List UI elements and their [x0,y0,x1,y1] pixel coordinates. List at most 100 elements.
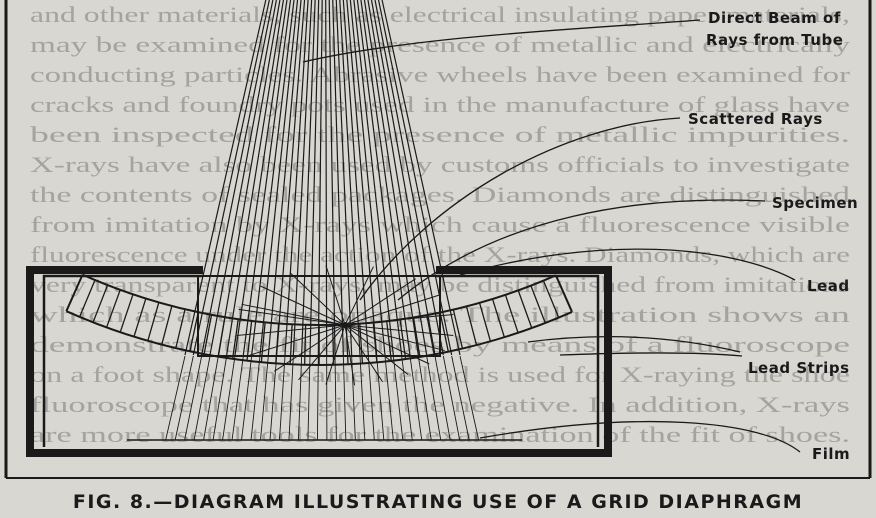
beam-ray [342,0,369,356]
beam-ray-lower [434,355,451,441]
beam-ray-lower [316,355,319,441]
scattered-ray [344,324,409,375]
label-lead-strips: Lead Strips [748,359,850,377]
lead-strip [399,319,407,360]
lead-strip [92,284,109,323]
beam-ray [363,0,419,356]
beam-ray [328,0,336,356]
bleed-line: may be examined for the presence of meta… [30,32,850,57]
beam-ray [346,0,378,356]
scattered-ray [325,265,346,326]
leader-lead-strips-a [527,335,741,353]
beam-ray [381,0,461,356]
lead-cassette-inner-right [436,274,600,447]
bleed-line: the contents of sealed packages. Diamond… [30,182,850,207]
lead-strip [359,323,364,364]
beam-ray-lower [288,355,294,441]
bleed-line: and other materials, such as electrical … [30,2,850,27]
lead-strip [504,294,519,333]
scattered-ray [238,308,346,326]
beam-ray-lower [401,355,413,441]
beam-ray-lower [367,355,375,441]
lead-strip [161,305,173,345]
lead-strip [246,320,253,361]
label-direct-beam-line1: Direct Beam of [708,9,841,27]
bleed-line: conducting particles. Abrasive wheels ha… [30,62,851,87]
bleed-line: been inspected for the presence of metal… [30,122,850,147]
beam-ray-lower [203,355,219,441]
lead-strip [465,306,478,346]
lead-strip [105,289,121,328]
lead-strip [231,319,239,359]
bleed-line: fluoroscope that has given the negative.… [30,392,850,417]
beam-ray [317,0,323,356]
beam-ray-lower [417,355,432,441]
lead-strip [530,285,546,324]
leader-lead [459,248,796,281]
scattered-ray [344,324,454,337]
beam-ray-lower [241,355,253,441]
lead-strip [542,280,560,318]
beam-ray [267,0,302,356]
beam-ray [242,0,292,356]
beam-ray [259,0,299,356]
scattered-ray [344,294,441,326]
grid-top-edge [82,273,557,326]
beam-ray-lower [184,355,203,441]
beam-ray [335,0,353,356]
lead-strip [79,279,96,318]
beam-ray-lower [231,355,244,441]
beam-ray [209,0,277,356]
scattered-ray [241,303,346,326]
beam-ray [332,0,344,356]
beam-ray [374,0,444,356]
beam-ray-lower [376,355,385,441]
scattered-ray [325,324,346,385]
lead-strip [217,317,226,357]
beam-ray-lower [260,355,269,441]
beam-ray-lower [165,355,186,441]
leader-lines [302,19,801,453]
lead-strip [147,302,160,341]
lead-strip [372,322,378,363]
lead-strip [133,298,147,337]
beam-ray-lower [297,355,303,441]
lead-strip [189,312,199,352]
beam-ray-lower [222,355,236,441]
scattered-ray [236,324,346,337]
lead-strip [289,324,293,365]
beam-ray [356,0,403,356]
lead-strips-grid [65,273,573,366]
lead-strip [517,290,533,329]
label-scattered-rays: Scattered Rays [688,110,823,128]
beam-ray-lower [384,355,394,441]
beam-ray-lower [451,355,470,441]
scattered-ray [344,278,416,326]
beam-ray-lower [279,355,286,441]
leader-lead-strips-b [559,352,743,357]
beam-ray [201,0,274,356]
lead-strip [412,317,421,358]
lead-strip [452,309,464,349]
figure-caption: FIG. 8.—DIAGRAM ILLUSTRATING USE OF A GR… [73,491,803,513]
beam-ray-lower [250,355,261,441]
beam-ray [234,0,288,356]
lead-strip [119,294,134,333]
beam-ray-lower [409,355,423,441]
lead-strip [426,315,435,355]
bleed-line: X-rays have also been used by customs of… [30,152,850,177]
beam-ray [192,0,270,356]
bleed-line: cracks and foundry pots used in the manu… [30,92,850,117]
beam-ray [292,0,313,356]
beam-ray [367,0,428,356]
beam-ray-lower [459,355,480,441]
beam-ray [226,0,285,356]
beam-ray [370,0,436,356]
beam-ray-lower [193,355,211,441]
beam-ray [251,0,295,356]
label-direct-beam-line2: Rays from Tube [706,31,843,49]
beam-ray [217,0,281,356]
label-film: Film [812,445,850,463]
beam-ray-lower [334,355,337,441]
